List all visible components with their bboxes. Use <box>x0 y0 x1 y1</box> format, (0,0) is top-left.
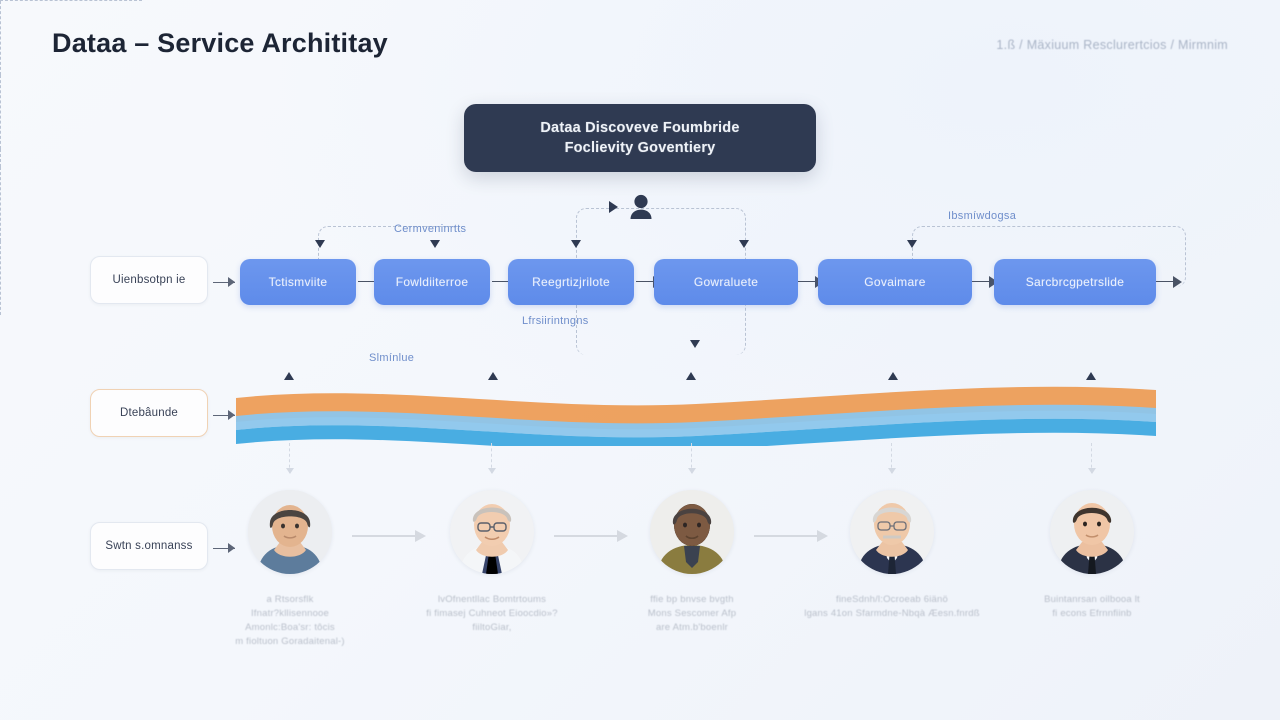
caption-line: Ifnatr?kllisennooe <box>250 608 330 619</box>
caption-line: ffie bp bnvse bvgth <box>650 594 734 605</box>
link-step3-wave-arrow <box>488 372 498 380</box>
caption-line: Mons Sescomer Afp <box>647 608 737 619</box>
row-label-personas: Swtn s.omnanss <box>90 522 208 570</box>
feedback-rail-left-top <box>0 0 142 1</box>
row-arrow-personas <box>213 541 235 555</box>
pipeline-step-5[interactable]: Govaimare <box>818 259 972 305</box>
persona-caption-2: lvOfnentllac Bomtrtoums fi fimasej Cuhne… <box>397 593 587 635</box>
caption-line: fi econs Efrnnfiinb <box>1052 608 1132 619</box>
persona-avatar-1 <box>248 490 332 574</box>
caption-line: fi fimasej Cuhneot Eioocdio»? <box>426 608 558 619</box>
banner-line-2: Foclievity Goventiery <box>564 140 716 156</box>
feedback-arrow-center-left <box>571 240 581 248</box>
row-arrow-pipeline <box>213 275 235 289</box>
persona-arrow-2 <box>554 530 628 542</box>
caption-line: Buintanrsan oilbooa lt <box>1044 594 1140 605</box>
feedback-arrow-left <box>315 240 325 248</box>
link-step3-wave <box>0 75 1280 149</box>
link-wave-persona-5 <box>1087 443 1096 474</box>
journey-wave-band <box>236 376 1156 452</box>
row-label-waves: Dtebâunde <box>90 389 208 437</box>
row-arrow-waves <box>213 408 235 422</box>
persona-caption-5: Buintanrsan oilbooa lt fi econs Efrnnfii… <box>997 593 1187 621</box>
caption-line: Amonlc:Boa'sr: tôcis <box>245 622 335 633</box>
feedback-path-left <box>318 226 461 287</box>
persona-avatar-3 <box>650 490 734 574</box>
link-step5-wave <box>0 167 1280 241</box>
persona-avatar-2 <box>450 490 534 574</box>
link-step1-wave <box>0 1 1280 75</box>
pipeline-step-4[interactable]: Gowraluete <box>654 259 798 305</box>
link-step1-wave-arrow <box>284 372 294 380</box>
persona-caption-3: ffie bp bnvse bvgth Mons Sescomer Afp ar… <box>597 593 787 635</box>
link-step5-wave-arrow <box>888 372 898 380</box>
foundation-banner: Dataa Discoveve Foumbride Foclievity Gov… <box>464 104 816 172</box>
link-wave-persona-4 <box>887 443 896 474</box>
row-label-pipeline: Uienbsotpn ie <box>90 256 208 304</box>
feedback-path-right <box>912 226 1186 287</box>
flow-label-iterations: Lfrsiirintngns <box>522 315 589 327</box>
persona-arrow-3 <box>754 530 828 542</box>
persona-caption-1: a Rtsorsflk Ifnatr?kllisennooe Amonlc:Bo… <box>195 593 385 649</box>
link-step6-wave-arrow <box>1086 372 1096 380</box>
pipeline-arrow-5 <box>972 275 998 289</box>
page-title: Dataa – Service Archititay <box>52 28 388 58</box>
pipeline-step-6[interactable]: Sarcbrcgpetrslide <box>994 259 1156 305</box>
link-step4-wave-arrow <box>686 372 696 380</box>
banner-line-1: Dataa Discoveve Foumbride <box>540 120 740 136</box>
pipeline-step-1[interactable]: Tctismviite <box>240 259 356 305</box>
flow-label-commitments: Cermveninrtts <box>394 223 467 235</box>
caption-line: lvOfnentllac Bomtrtoums <box>437 594 547 605</box>
feedback-arrow-center-bottom <box>690 340 700 348</box>
pipeline-arrow-6 <box>1156 275 1182 289</box>
caption-line: fineSdnh/l:Ocroeab 6iänö <box>835 594 948 605</box>
persona-avatar-5 <box>1050 490 1134 574</box>
persona-caption-4: fineSdnh/l:Ocroeab 6iänö lgans 41on Sfar… <box>797 593 987 621</box>
pipeline-step-3[interactable]: Reegrtizjrilote <box>508 259 634 305</box>
persona-avatar-4 <box>850 490 934 574</box>
feedback-arrow-left-2 <box>430 240 440 248</box>
link-wave-persona-1 <box>285 443 294 474</box>
link-step6-wave <box>0 241 1280 315</box>
caption-line: lgans 41on Sfarmdne-Nbqà Æesn.fnrdß <box>804 608 980 619</box>
flow-label-handovers: Ibsmíwdogsa <box>948 210 1017 222</box>
caption-line: a Rtsorsflk <box>266 594 314 605</box>
flow-label-summarize: Slmínlue <box>369 352 415 364</box>
feedback-arrow-right <box>907 240 917 248</box>
feedback-arrow-center-right <box>739 240 749 248</box>
pipeline-step-2[interactable]: Fowldiiterroe <box>374 259 490 305</box>
caption-line: are Atm.b'boenlr <box>655 622 729 633</box>
breadcrumb: 1.ß / Mäxiuum Resclurertcios / Mirmnim <box>996 38 1228 52</box>
caption-line: m fioltuon Goradaitenal-) <box>235 636 345 647</box>
caption-line: fiiltoGiar, <box>472 622 512 633</box>
user-icon <box>626 192 656 222</box>
persona-arrow-1 <box>352 530 426 542</box>
feedback-arrow-to-user <box>609 201 618 213</box>
link-wave-persona-3 <box>687 443 696 474</box>
link-step4-wave <box>0 149 1280 167</box>
link-wave-persona-2 <box>487 443 496 474</box>
